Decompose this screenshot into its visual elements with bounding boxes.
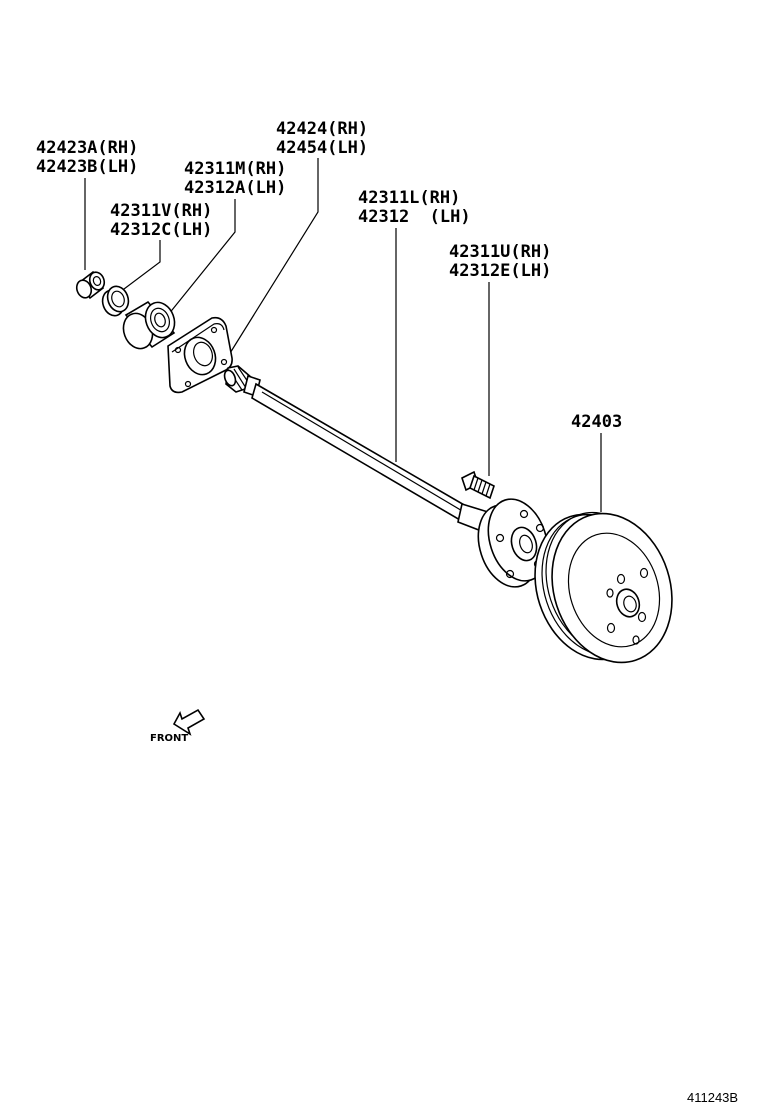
- diagram-code: 411243B: [687, 1090, 738, 1105]
- label-bearing-outer-lh: 42312A(LH): [184, 178, 286, 198]
- leader-plate: [221, 158, 319, 367]
- leader-retainer: [119, 240, 161, 293]
- axle-flange: [477, 498, 549, 588]
- brake-drum: [534, 511, 673, 664]
- front-label: FRONT: [150, 733, 188, 744]
- label-bolt-lh: 42312E(LH): [449, 261, 551, 281]
- leader-lines: [84, 158, 602, 512]
- label-bolt-rh: 42311U(RH): [449, 242, 551, 262]
- label-bearing-outer-rh: 42311M(RH): [184, 159, 286, 179]
- front-arrow-icon: [172, 708, 206, 736]
- label-shaft-rh: 42311L(RH): [358, 188, 460, 208]
- leader-bearing-outer: [167, 199, 236, 316]
- label-shaft-lh: 42312 (LH): [358, 207, 471, 227]
- label-plate-rh: 42424(RH): [276, 119, 368, 139]
- label-seal-rh: 42423A(RH): [36, 138, 138, 158]
- label-plate-lh: 42454(LH): [276, 138, 368, 158]
- label-retainer-rh: 42311V(RH): [110, 201, 212, 221]
- oil-seal: [75, 270, 106, 300]
- label-retainer-lh: 42312C(LH): [110, 220, 212, 240]
- wheel-bearing: [122, 300, 176, 350]
- axle-shaft: [223, 365, 489, 534]
- label-drum: 42403: [571, 412, 622, 432]
- retainer-ring: [101, 285, 130, 317]
- label-seal-lh: 42423B(LH): [36, 157, 138, 177]
- hub-bolt: [461, 470, 495, 500]
- bearing-retainer-plate: [167, 316, 233, 394]
